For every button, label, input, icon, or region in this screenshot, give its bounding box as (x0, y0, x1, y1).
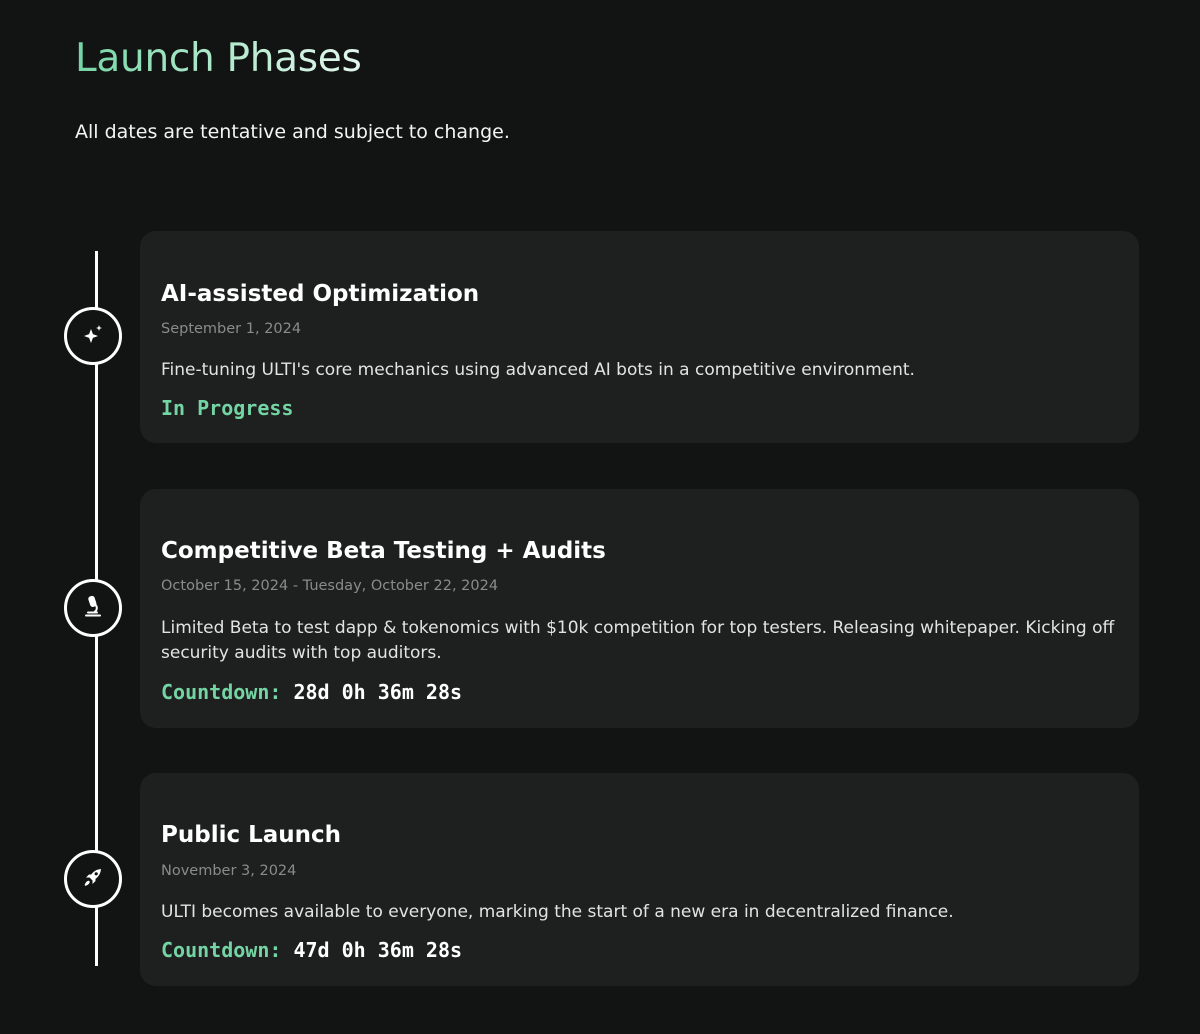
countdown-value: 28d 0h 36m 28s (293, 680, 463, 704)
phase-date: October 15, 2024 - Tuesday, October 22, … (161, 578, 499, 594)
countdown-timer: Countdown: 28d 0h 36m 28s (161, 679, 462, 705)
phase-description: ULTI becomes available to everyone, mark… (161, 902, 954, 922)
phase-title: Competitive Beta Testing + Audits (161, 538, 606, 564)
phase-date: September 1, 2024 (161, 321, 302, 337)
phase-description: Limited Beta to test dapp & tokenomics w… (161, 618, 1115, 663)
timeline-node-2 (64, 579, 122, 637)
phase-title: AI-assisted Optimization (161, 281, 480, 307)
phase-card-3: Public Launch November 3, 2024 ULTI beco… (140, 773, 1139, 986)
countdown-label: Countdown: (161, 938, 282, 962)
timeline-node-1 (64, 307, 122, 365)
status-label: In Progress (161, 396, 294, 420)
phase-status: In Progress (161, 395, 293, 421)
timeline-node-3 (64, 850, 122, 908)
rocket-icon (81, 865, 105, 893)
countdown-timer: Countdown: 47d 0h 36m 28s (161, 937, 462, 963)
phase-card-2: Competitive Beta Testing + Audits Octobe… (140, 489, 1139, 728)
page-subtitle: All dates are tentative and subject to c… (75, 121, 510, 143)
sparkles-icon (81, 322, 105, 350)
countdown-label: Countdown: (161, 680, 282, 704)
countdown-value: 47d 0h 36m 28s (293, 938, 463, 962)
phase-description: Fine-tuning ULTI's core mechanics using … (161, 360, 915, 380)
page-title: Launch Phases (75, 34, 362, 84)
microscope-icon (81, 594, 105, 622)
phase-date: November 3, 2024 (161, 863, 297, 879)
phase-title: Public Launch (161, 822, 342, 848)
phase-card-1: AI-assisted Optimization September 1, 20… (140, 231, 1139, 443)
